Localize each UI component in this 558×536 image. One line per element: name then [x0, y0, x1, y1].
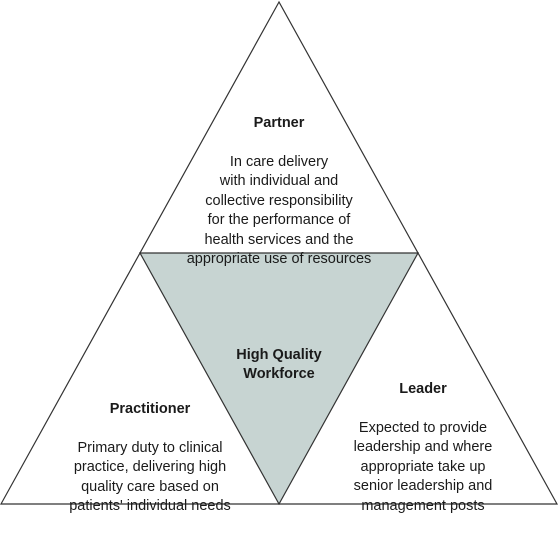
partner-description: In care delivery with individual and col… [186, 153, 372, 268]
practitioner-title: Practitioner [109, 400, 191, 417]
leader-description: Expected to provide leadership and where… [353, 419, 493, 514]
center-triangle [138, 252, 420, 505]
pyramid-diagram [0, 0, 558, 505]
leader-title: Leader [399, 380, 447, 397]
partner-title: Partner [253, 114, 305, 131]
center-section: High Quality Workforce [200, 326, 358, 404]
center-title: High Quality Workforce [236, 346, 322, 383]
practitioner-section: Practitioner Primary duty to clinical pr… [60, 380, 240, 536]
leader-section: Leader Expected to provide leadership an… [330, 360, 516, 536]
partner-section: Partner In care delivery with individual… [150, 94, 408, 289]
